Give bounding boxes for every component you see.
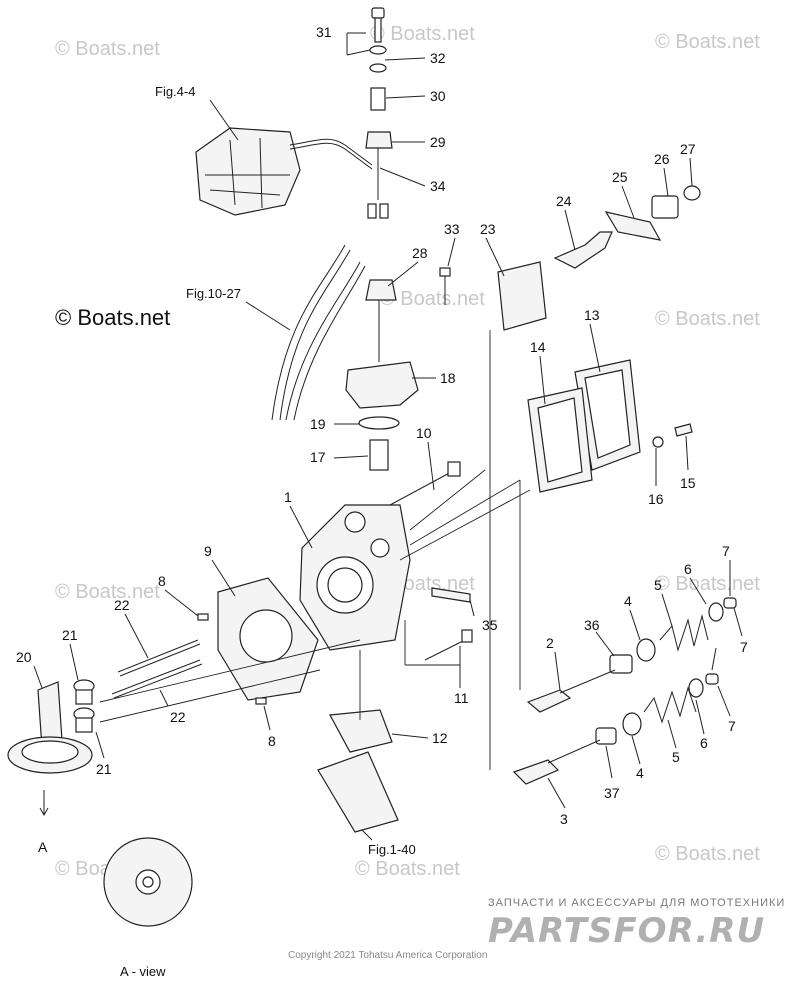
top-bolt-stack [365, 7, 393, 200]
callout-label: 23 [480, 221, 496, 237]
copyright-text: Copyright 2021 Tohatsu America Corporati… [288, 950, 487, 961]
callout-label: 21 [62, 627, 78, 643]
callout-label: 6 [700, 735, 708, 751]
callout-label: 15 [680, 475, 696, 491]
callout-label: 26 [654, 151, 670, 167]
callout-label: 9 [204, 543, 212, 559]
callout-label: 3 [560, 811, 568, 827]
callout-label: 24 [556, 193, 572, 209]
callout-label: 7 [740, 639, 748, 655]
callout-label: 17 [310, 449, 326, 465]
callout-label: 22 [170, 709, 186, 725]
fig-ref-4-4: Fig.4-4 [155, 84, 195, 99]
callout-label: 7 [728, 718, 736, 734]
a-view-gear [103, 837, 193, 927]
alignment-lines [33, 32, 743, 841]
callout-label: 28 [412, 245, 428, 261]
callout-label: 5 [654, 577, 662, 593]
fig-ref-10-27: Fig.10-27 [186, 286, 241, 301]
shop-logo: PARTSFOR.RU [488, 911, 765, 951]
view-arrow-label: A [38, 839, 48, 855]
callout-label: 21 [96, 761, 112, 777]
callout-label: 33 [444, 221, 460, 237]
watermark-dark: © Boats.net [55, 305, 170, 330]
callout-label: 11 [454, 690, 469, 706]
valve-train-left [7, 613, 267, 817]
callout-label: 25 [612, 169, 628, 185]
hoses [271, 244, 366, 421]
callout-label: 1 [284, 489, 292, 505]
upper-right-parts [497, 185, 701, 331]
callout-label: 4 [624, 593, 632, 609]
watermark: © Boats.net [655, 308, 760, 330]
watermark: © Boats.net [655, 31, 760, 53]
callout-label: 32 [430, 50, 446, 66]
view-caption: A - view [120, 964, 166, 979]
fig-ref-1-40: Fig.1-40 [368, 842, 416, 857]
callout-label: 4 [636, 765, 644, 781]
callout-label: 13 [584, 307, 600, 323]
callout-label: 7 [722, 543, 730, 559]
watermark: © Boats.net [655, 573, 760, 595]
callout-label: 27 [680, 141, 696, 157]
callout-label: 31 [316, 24, 332, 40]
callout-label: 22 [114, 597, 130, 613]
thermostat-assembly [345, 203, 451, 471]
cylinder-head [217, 461, 473, 833]
callout-label: 14 [530, 339, 546, 355]
footer: Copyright 2021 Tohatsu America Corporati… [288, 897, 785, 961]
callout-label: 34 [430, 178, 446, 194]
callout-label: 35 [482, 617, 498, 633]
callout-label: 36 [584, 617, 600, 633]
callout-label: 8 [268, 733, 276, 749]
shop-tagline: ЗАПЧАСТИ И АКСЕССУАРЫ ДЛЯ МОТОТЕХНИКИ [488, 897, 785, 909]
watermark: © Boats.net [355, 858, 460, 880]
callout-label: 5 [672, 749, 680, 765]
callout-label: 16 [648, 491, 664, 507]
callout-label: 12 [432, 730, 448, 746]
rocker-covers [527, 359, 693, 493]
watermark: © Boats.net [380, 288, 485, 310]
callout-label: 10 [416, 425, 432, 441]
callout-label: 37 [604, 785, 620, 801]
watermark: © Boats.net [655, 843, 760, 865]
callout-label: 6 [684, 561, 692, 577]
callout-label: 20 [16, 649, 32, 665]
watermark: © Boats.net [370, 23, 475, 45]
callout-label: 8 [158, 573, 166, 589]
carburetor-sketch [195, 127, 373, 216]
watermark: © Boats.net [55, 581, 160, 603]
watermark: © Boats.net [55, 38, 160, 60]
callout-label: 18 [440, 370, 456, 386]
figure-references: Fig.4-4 Fig.10-27 Fig.1-40 A A - view [38, 84, 416, 979]
callout-label: 19 [310, 416, 326, 432]
callout-label: 30 [430, 88, 446, 104]
callout-label: 29 [430, 134, 446, 150]
callout-label: 2 [546, 635, 554, 651]
valve-train-right [512, 597, 737, 785]
callout-numbers: 31 32 30 29 34 33 28 23 24 25 26 27 13 1… [16, 24, 748, 827]
